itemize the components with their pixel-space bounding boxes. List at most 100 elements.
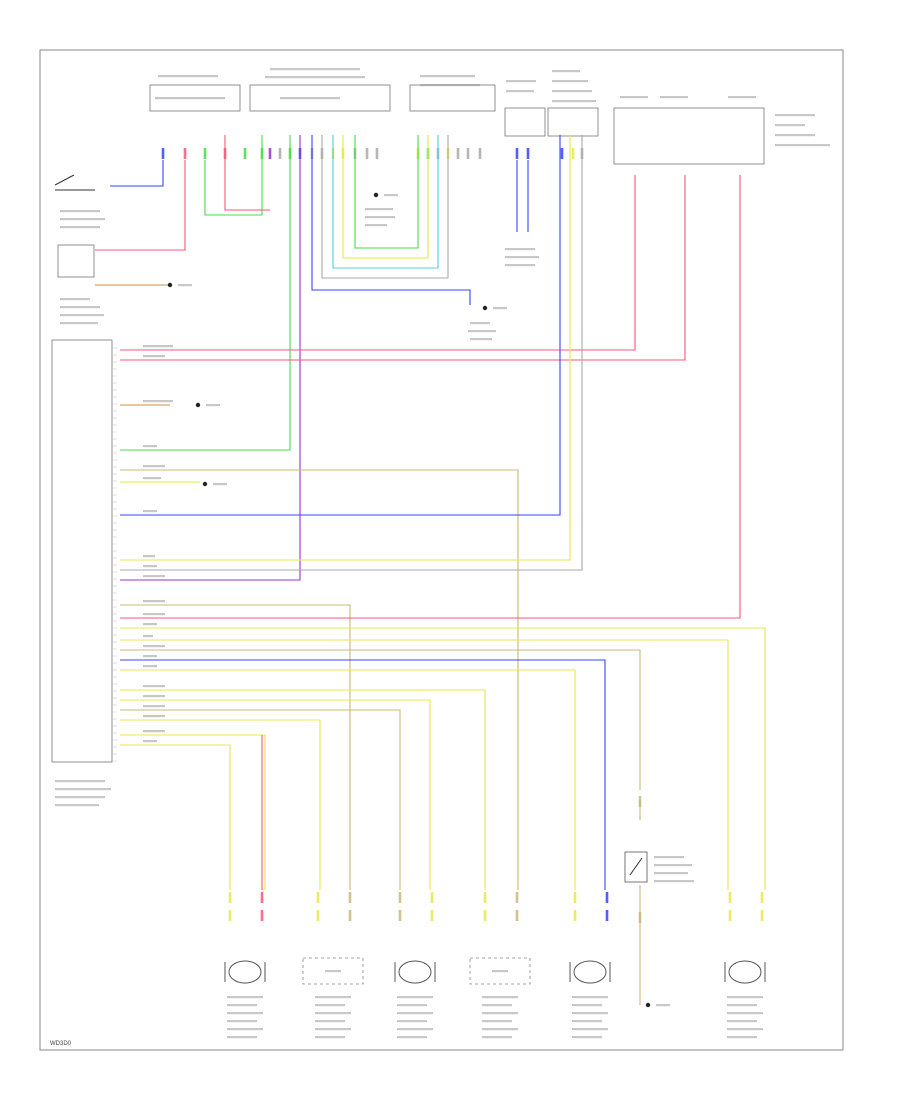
wire-label [143,685,165,688]
module-label [55,780,105,783]
component-label [397,996,433,999]
motor-icon [394,960,436,984]
component-label [727,1036,757,1039]
wire-tag [728,892,732,903]
wire-tag [228,910,232,921]
component-label [572,1028,608,1031]
wire-label [143,465,165,468]
wire-tag [316,892,320,903]
wire-tag [515,892,519,903]
wire [120,709,401,890]
wire-tag [243,148,247,159]
sensor-pin-label [492,970,508,973]
connector-label [158,75,218,78]
wire [120,627,766,890]
connector-label [552,100,596,103]
connector-label [552,70,580,73]
wire-label [143,623,157,626]
motor-bracket [224,962,266,982]
connector-label [660,96,688,99]
wire-tag [161,148,165,159]
wire-tag [483,892,487,903]
component-label [482,1004,512,1007]
ground-icon [645,1002,651,1008]
component-label [482,1020,512,1023]
wire-label [143,730,165,733]
splice-label [470,322,490,325]
wire-tag [456,148,460,159]
wire [120,604,351,890]
ground-label [493,307,507,310]
component-label [315,1020,345,1023]
sensor-icon [469,957,531,985]
fuse-relay-box [613,107,765,165]
connector-label [420,75,475,78]
wire-tag [526,148,530,159]
wire-label [143,600,165,603]
ground-icon [167,282,173,288]
component-label [482,1012,518,1015]
component-label [482,1036,512,1039]
wire [120,175,686,361]
wire-tag [573,910,577,921]
wire-tag [260,892,264,903]
ground-label [656,1004,670,1007]
wire-label [143,695,165,698]
wire-label [143,635,153,638]
ground-label [384,194,398,197]
splice-label [505,248,535,251]
wire [120,135,301,581]
wire [332,135,439,269]
wire-tag [278,148,282,159]
wire-tag [466,148,470,159]
wire-tag [760,910,764,921]
ground-icon [202,481,208,487]
wire-label [143,705,165,708]
wire-label [143,565,157,568]
connector-label [265,76,365,79]
module-label [55,804,99,807]
wire [224,135,270,211]
instrument-cluster-connector [409,84,496,112]
component-label [397,1020,427,1023]
switch-icon [54,174,75,186]
ground-label [213,483,227,486]
component-label [572,1020,602,1023]
motor-body [728,960,762,984]
wire-tag [573,892,577,903]
wire-tag [560,148,564,159]
wire [120,699,431,890]
trailer-module-box [547,107,599,137]
component-label [727,1012,763,1015]
wire-tag [728,910,732,921]
sensor-module-box [57,244,95,278]
connector-label [775,144,830,147]
wire-tag [260,910,264,921]
wire-label [143,715,165,718]
module-label [55,788,111,791]
wire [311,135,471,305]
component-label [227,1004,257,1007]
component-label [397,1036,427,1039]
wire-tag [228,892,232,903]
component-label [227,996,263,999]
wire [354,135,419,249]
wire [120,175,741,619]
diagram-border [39,49,844,1051]
module-label [55,796,105,799]
wire-label [143,645,165,648]
wire [120,659,606,890]
motor-body [573,960,607,984]
connector-label [420,84,480,87]
switch-label [654,856,684,859]
wire-tag [348,910,352,921]
connector-label [506,90,534,93]
wire-label [143,477,161,480]
splice-label [505,264,535,267]
component-label [727,1020,757,1023]
wire-label [143,510,157,513]
component-label [572,1004,602,1007]
ground-icon [482,305,488,311]
motor-icon [724,960,766,984]
component-label [397,1028,433,1031]
